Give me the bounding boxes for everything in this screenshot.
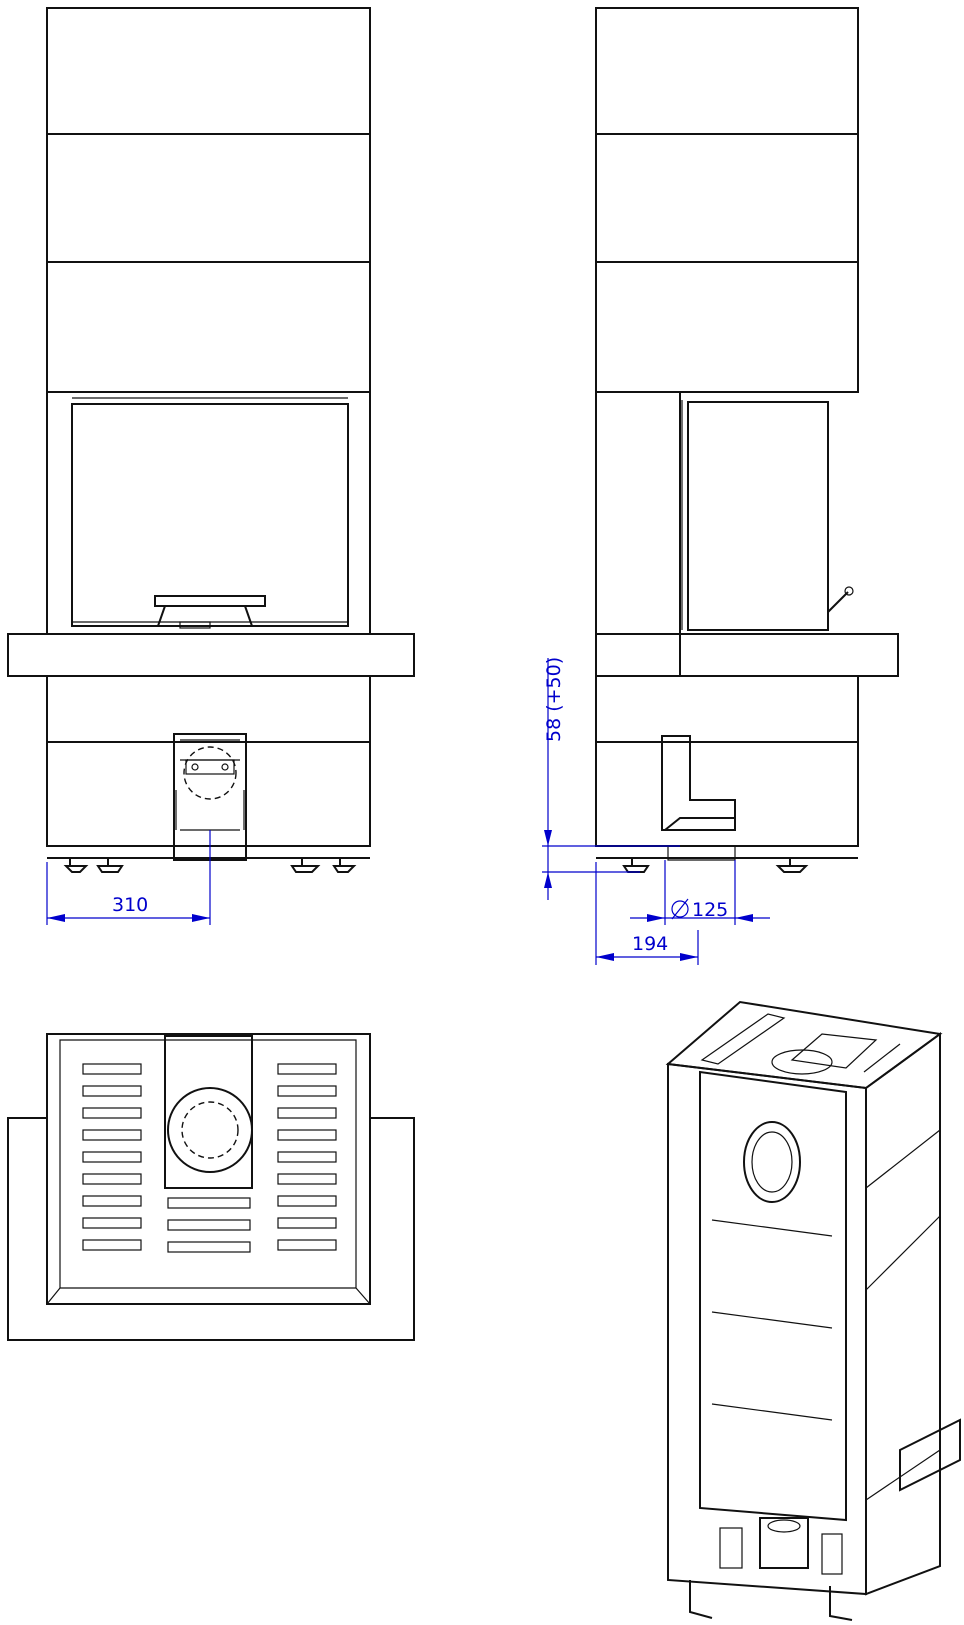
top-vent-slots-right <box>277 1063 337 1251</box>
front-top-panel <box>46 7 371 135</box>
front-grate <box>154 595 266 607</box>
side-base-panel <box>595 741 859 847</box>
front-upper-panel <box>46 133 371 263</box>
front-view: 310 <box>7 7 415 925</box>
side-top-panel <box>595 7 859 135</box>
side-shelf <box>679 633 899 677</box>
top-vent-slots-center <box>167 1197 251 1253</box>
dim-height-58: 58 (+50) <box>543 657 565 742</box>
iso-shelf <box>899 1418 961 1492</box>
side-feet <box>622 858 809 873</box>
isometric-view <box>665 1000 961 1621</box>
side-height-dimension: 58 (+50) <box>542 657 680 900</box>
side-upper-panel <box>595 133 859 263</box>
front-shelf <box>7 633 415 677</box>
front-width-dimension: 310 <box>46 830 211 925</box>
top-flue-outlet <box>167 1087 253 1173</box>
front-lower-panel <box>46 675 371 743</box>
front-middle-panel <box>46 261 371 393</box>
side-middle-panel <box>595 261 859 393</box>
iso-side-face <box>865 1032 941 1596</box>
dim-offset-194: 194 <box>632 933 668 955</box>
side-air-outlet <box>661 735 736 861</box>
dim-diameter-125: 125 <box>692 899 728 921</box>
front-feet <box>63 858 357 873</box>
side-view: 58 (+50) 125 194 <box>542 7 899 965</box>
iso-air-inlet <box>759 1517 809 1569</box>
iso-back-panel <box>699 1070 847 1522</box>
dim-width-310: 310 <box>112 894 148 916</box>
top-view <box>7 1033 415 1341</box>
side-diameter-dimension: 125 <box>630 860 770 925</box>
front-base-panel <box>46 741 371 847</box>
iso-flue-collar <box>743 1121 801 1203</box>
top-flue-plate <box>164 1035 253 1189</box>
side-lower-panel <box>595 675 859 743</box>
side-glass-door <box>687 401 829 631</box>
side-offset-dimension: 194 <box>595 862 699 965</box>
top-body-outline <box>46 1033 371 1305</box>
side-firebox-column <box>595 391 681 635</box>
front-glass-door <box>71 403 349 627</box>
front-air-inlet <box>173 733 247 861</box>
top-vent-slots-left <box>82 1063 142 1251</box>
